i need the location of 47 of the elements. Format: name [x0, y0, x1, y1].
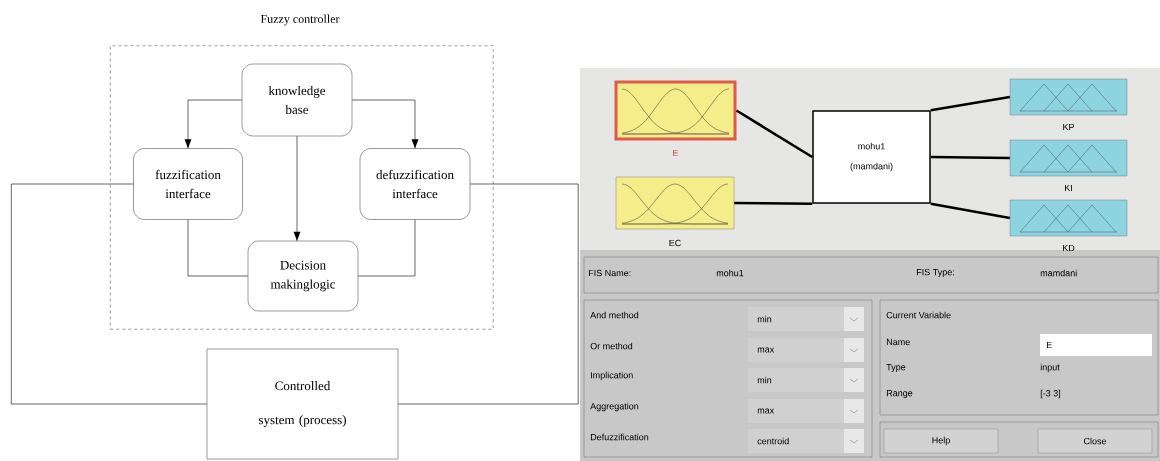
connector-line: [930, 202, 1011, 220]
panel-text: Implication: [591, 371, 633, 381]
dropdown-field: max: [748, 338, 864, 362]
panel-text: Type: [886, 363, 906, 373]
panel-text: FIS Type:: [916, 268, 954, 278]
dropdown-field: max: [748, 399, 864, 423]
rounded-box: knowledge base: [241, 63, 353, 137]
connector-line: [930, 155, 1010, 160]
rounded-box: Decision makinglogic: [247, 240, 359, 312]
connector-line: [397, 183, 579, 405]
system-box: mohu1 (mamdani): [812, 110, 931, 204]
rounded-box: fuzzification interface: [133, 148, 243, 220]
arrow: [293, 135, 301, 242]
connector-line: [357, 219, 416, 277]
panel-text: Aggregation: [590, 402, 639, 412]
arrow: [351, 99, 419, 149]
connector-line: [11, 183, 208, 405]
dropdown-field: centroid: [748, 429, 864, 453]
variable-label: KD: [1063, 244, 1075, 252]
frame-title: Fuzzy controller: [260, 14, 340, 26]
process-box: Controlled system (process): [206, 348, 399, 460]
rounded-box: defuzzification interface: [359, 148, 471, 220]
connector-line: [734, 201, 813, 206]
variable-label: KI: [1065, 184, 1072, 192]
push-button: Close: [1037, 428, 1153, 454]
variable-label: E: [673, 149, 679, 157]
arrow: [184, 99, 243, 149]
variable-label: KP: [1063, 123, 1075, 131]
connector-line: [187, 219, 249, 277]
dropdown-field: min: [748, 368, 864, 392]
panel-text: Current Variable: [886, 311, 951, 319]
connector-line: [930, 95, 1011, 112]
dropdown-field: min: [748, 307, 864, 331]
panel-text: Range: [886, 389, 913, 399]
panel-text: Name: [886, 338, 910, 346]
variable-label: EC: [669, 239, 681, 247]
panel-text: Defuzzification: [590, 433, 649, 441]
connector-line: [735, 109, 813, 159]
panel-text: input: [1040, 363, 1060, 373]
push-button: Help: [883, 428, 999, 454]
panel-text: And method: [590, 311, 639, 319]
panel-text: mamdani: [1040, 269, 1077, 277]
panel-text: FIS Name:: [588, 269, 631, 277]
input-field: E: [1040, 334, 1152, 356]
panel-text: mohu1: [716, 269, 744, 277]
panel-text: [-3 3]: [1040, 389, 1061, 399]
panel-text: Or method: [590, 342, 633, 350]
